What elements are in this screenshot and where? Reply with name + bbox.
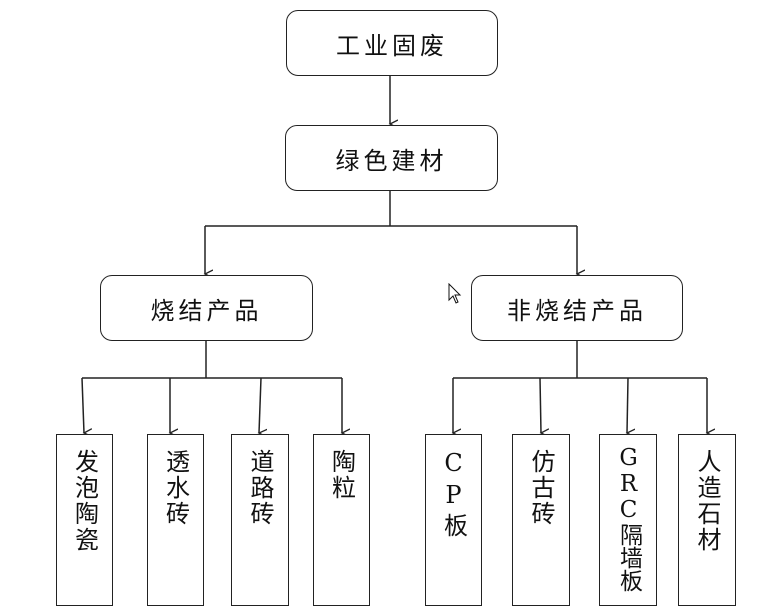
leaf-label: 仿古砖 <box>527 449 555 527</box>
arrow-antique-brick <box>539 377 541 433</box>
arrow-grc-board <box>627 377 628 433</box>
arrow-road-brick <box>259 377 261 433</box>
leaf-cp-board: CP板 <box>425 434 482 606</box>
leaf-artificial-stone: 人造石材 <box>678 434 736 606</box>
node-sintered-products: 烧结产品 <box>100 275 313 341</box>
leaf-road-brick: 道路砖 <box>231 434 289 606</box>
leaf-foam-ceramic: 发泡陶瓷 <box>56 434 113 606</box>
arrow-foam-ceramic <box>81 377 84 433</box>
node-green-building-materials: 绿色建材 <box>285 125 498 191</box>
leaf-label: 陶粒 <box>327 449 356 501</box>
node-non-sintered-products: 非烧结产品 <box>471 275 683 341</box>
leaf-permeable-brick: 透水砖 <box>147 434 204 606</box>
node-label: 烧结产品 <box>150 296 263 325</box>
leaf-label: CP板 <box>439 449 468 541</box>
node-label: 非烧结产品 <box>507 296 647 325</box>
node-industrial-solid-waste: 工业固废 <box>286 10 498 76</box>
leaf-label: 道路砖 <box>246 449 274 527</box>
leaf-label: 发泡陶瓷 <box>70 449 99 553</box>
leaf-label: 人造石材 <box>693 449 721 553</box>
node-label: 绿色建材 <box>335 146 448 175</box>
leaf-label: 透水砖 <box>161 449 190 527</box>
leaf-antique-brick: 仿古砖 <box>512 434 570 606</box>
leaf-label: GRC隔墙板 <box>615 445 642 592</box>
leaf-grc-partition-board: GRC隔墙板 <box>599 434 657 606</box>
node-label: 工业固废 <box>336 31 448 60</box>
mouse-cursor-icon <box>448 283 462 304</box>
leaf-ceramsite: 陶粒 <box>313 434 370 606</box>
